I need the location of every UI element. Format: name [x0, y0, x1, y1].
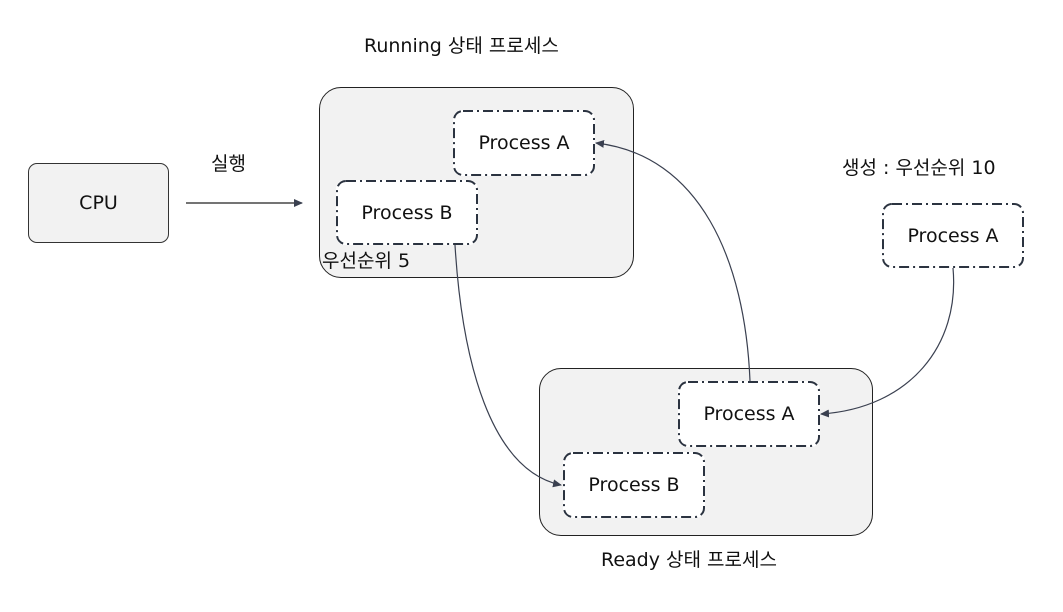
execute-label: 실행 [211, 153, 246, 175]
new-process-a: Process A [882, 203, 1024, 268]
new-process-caption: 생성 : 우선순위 10 [842, 157, 996, 179]
ready-state-title: Ready 상태 프로세스 [601, 549, 777, 571]
ready-process-b: Process B [563, 452, 705, 518]
cpu-box: CPU [28, 163, 169, 243]
ready-process-a: Process A [678, 381, 820, 447]
running-process-b-label: Process B [361, 201, 453, 224]
running-process-a: Process A [453, 110, 595, 176]
running-priority-label: 우선순위 5 [322, 250, 411, 272]
running-state-title: Running 상태 프로세스 [364, 35, 559, 57]
ready-process-b-label: Process B [588, 474, 680, 496]
running-process-b: Process B [336, 180, 478, 245]
new-process-a-label: Process A [907, 224, 999, 247]
cpu-label: CPU [79, 192, 118, 214]
ready-process-a-label: Process A [703, 403, 795, 425]
running-process-a-label: Process A [478, 132, 570, 154]
